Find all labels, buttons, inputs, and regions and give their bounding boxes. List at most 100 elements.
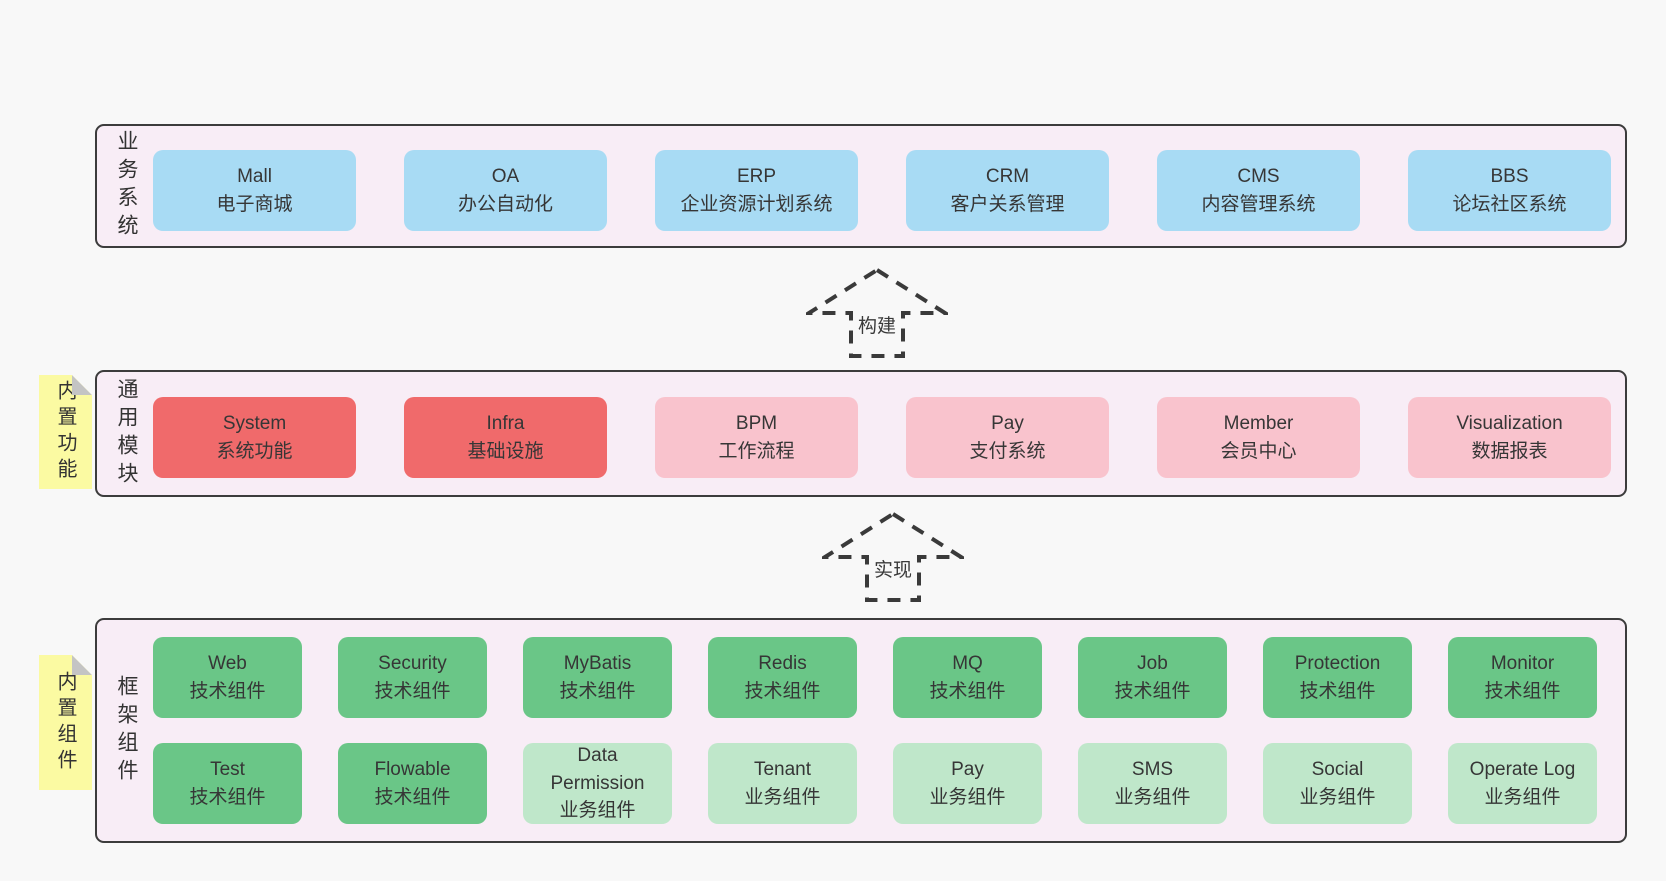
box-subtitle: 会员中心 <box>1220 440 1297 462</box>
box-title: Web <box>208 652 247 674</box>
box-crm: CRM 客户关系管理 <box>906 150 1109 231</box>
box-web: Web 技术组件 <box>153 637 302 718</box>
note-label: 内置组件 <box>54 670 76 775</box>
box-erp: ERP 企业资源计划系统 <box>655 150 858 231</box>
box-tenant: Tenant 业务组件 <box>708 743 857 824</box>
box-title: CRM <box>985 165 1030 187</box>
box-monitor: Monitor 技术组件 <box>1448 637 1597 718</box>
box-mall: Mall 电子商城 <box>153 150 356 231</box>
box-subtitle: 技术组件 <box>374 786 451 808</box>
box-subtitle: 数据报表 <box>1471 440 1548 462</box>
box-subtitle: 基础设施 <box>467 440 544 462</box>
box-subtitle: 技术组件 <box>1484 680 1561 702</box>
box-title: BBS <box>1490 165 1529 187</box>
box-social: Social 业务组件 <box>1263 743 1412 824</box>
box-pay-component: Pay 业务组件 <box>893 743 1042 824</box>
box-cms: CMS 内容管理系统 <box>1157 150 1360 231</box>
box-title: Flowable <box>374 758 451 780</box>
implement-arrow: 实现 <box>822 511 964 603</box>
box-title: Tenant <box>753 758 812 780</box>
box-subtitle: 论坛社区系统 <box>1452 193 1567 215</box>
box-subtitle: 客户关系管理 <box>950 193 1065 215</box>
box-subtitle: 技术组件 <box>189 680 266 702</box>
dashed-up-arrow-icon <box>822 511 964 602</box>
folded-corner-icon <box>72 655 92 675</box>
box-subtitle: 业务组件 <box>1114 786 1191 808</box>
folded-corner-icon <box>72 375 92 395</box>
box-title: Social <box>1311 758 1364 780</box>
box-job: Job 技术组件 <box>1078 637 1227 718</box>
box-title: System <box>222 412 287 434</box>
box-subtitle: 支付系统 <box>969 440 1046 462</box>
box-subtitle: 业务组件 <box>559 800 636 822</box>
box-subtitle: 工作流程 <box>718 440 795 462</box>
box-subtitle: 业务组件 <box>744 786 821 808</box>
box-system: System 系统功能 <box>153 397 356 478</box>
box-data-permission: Data Permission 业务组件 <box>523 743 672 824</box>
box-title: SMS <box>1131 758 1174 780</box>
box-subtitle: 企业资源计划系统 <box>680 193 833 215</box>
box-subtitle: 技术组件 <box>559 680 636 702</box>
box-member: Member 会员中心 <box>1157 397 1360 478</box>
box-subtitle: 技术组件 <box>1299 680 1376 702</box>
business-boxes-row: Mall 电子商城 OA 办公自动化 ERP 企业资源计划系统 CRM 客户关系… <box>153 150 1611 231</box>
box-bpm: BPM 工作流程 <box>655 397 858 478</box>
box-protection: Protection 技术组件 <box>1263 637 1412 718</box>
section-label: 框架组件 <box>115 674 138 787</box>
box-title: ERP <box>736 165 777 187</box>
box-subtitle: 技术组件 <box>744 680 821 702</box>
section-label: 通用模块 <box>115 377 138 490</box>
box-subtitle: 业务组件 <box>1299 786 1376 808</box>
box-title: OA <box>491 165 520 187</box>
box-bbs: BBS 论坛社区系统 <box>1408 150 1611 231</box>
build-arrow-label: 构建 <box>854 311 900 338</box>
box-title: Visualization <box>1456 412 1563 434</box>
sticky-note-builtin-components: 内置组件 <box>39 655 92 790</box>
box-flowable: Flowable 技术组件 <box>338 743 487 824</box>
box-subtitle: 系统功能 <box>216 440 293 462</box>
box-subtitle: 技术组件 <box>929 680 1006 702</box>
box-title: Infra <box>486 412 525 434</box>
box-subtitle: 电子商城 <box>216 193 293 215</box>
box-title: MyBatis <box>563 652 632 674</box>
box-title: Data Permission <box>550 745 645 794</box>
box-redis: Redis 技术组件 <box>708 637 857 718</box>
box-mybatis: MyBatis 技术组件 <box>523 637 672 718</box>
box-title: Operate Log <box>1469 758 1576 780</box>
components-row-2: Test 技术组件 Flowable 技术组件 Data Permission … <box>153 743 1597 824</box>
box-operate-log: Operate Log 业务组件 <box>1448 743 1597 824</box>
section-label: 业务系统 <box>115 130 138 242</box>
box-subtitle: 技术组件 <box>1114 680 1191 702</box>
box-title: CMS <box>1237 165 1280 187</box>
box-subtitle: 技术组件 <box>189 786 266 808</box>
box-title: Member <box>1223 412 1294 434</box>
box-title: BPM <box>735 412 778 434</box>
build-arrow: 构建 <box>806 267 948 359</box>
sticky-note-builtin-features: 内置功能 <box>39 375 92 489</box>
box-subtitle: 内容管理系统 <box>1201 193 1316 215</box>
components-row-1: Web 技术组件 Security 技术组件 MyBatis 技术组件 Redi… <box>153 637 1597 718</box>
box-subtitle: 技术组件 <box>374 680 451 702</box>
box-title: Job <box>1137 652 1168 674</box>
implement-arrow-label: 实现 <box>870 555 916 582</box>
box-visualization: Visualization 数据报表 <box>1408 397 1611 478</box>
dashed-up-arrow-icon <box>806 267 948 358</box>
box-title: Redis <box>758 652 807 674</box>
box-sms: SMS 业务组件 <box>1078 743 1227 824</box>
box-title: Mall <box>237 165 272 187</box>
box-security: Security 技术组件 <box>338 637 487 718</box>
note-label: 内置功能 <box>54 380 76 484</box>
box-oa: OA 办公自动化 <box>404 150 607 231</box>
modules-boxes-row: System 系统功能 Infra 基础设施 BPM 工作流程 Pay 支付系统… <box>153 397 1611 478</box>
box-title: Monitor <box>1490 652 1555 674</box>
box-title: Test <box>210 758 245 780</box>
box-subtitle: 办公自动化 <box>457 193 553 215</box>
box-test: Test 技术组件 <box>153 743 302 824</box>
box-title: Pay <box>991 412 1024 434</box>
box-subtitle: 业务组件 <box>929 786 1006 808</box>
box-title: Pay <box>951 758 984 780</box>
box-subtitle: 业务组件 <box>1484 786 1561 808</box>
box-mq: MQ 技术组件 <box>893 637 1042 718</box>
box-title: MQ <box>952 652 983 674</box>
